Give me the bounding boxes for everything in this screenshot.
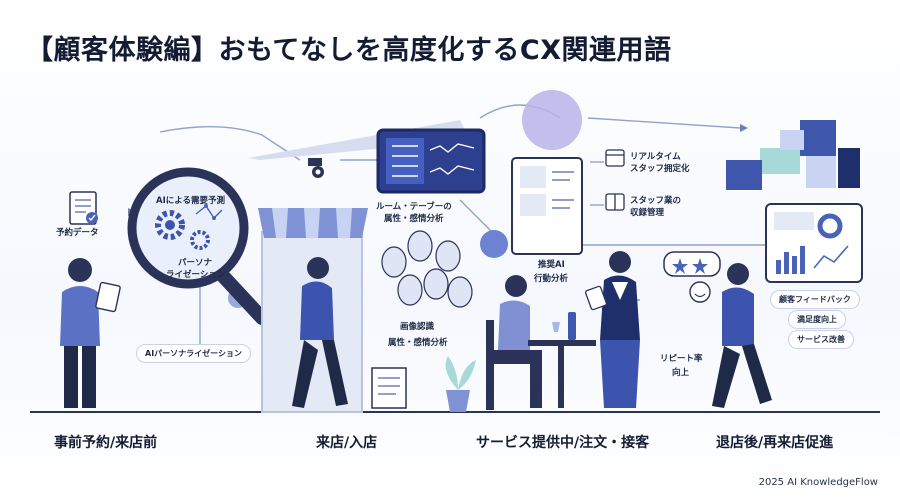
magnifier-icon xyxy=(127,167,269,325)
walking-customer xyxy=(292,257,348,408)
feedback-stars-icon xyxy=(663,251,721,303)
calendar-icon xyxy=(605,149,625,167)
reservation-document-icon xyxy=(69,191,98,225)
label-repeat-2: 向上 xyxy=(672,368,690,378)
label-room-table-1: ルーム・テーブーの xyxy=(376,202,452,212)
label-room-table-2: 属性・感情分析 xyxy=(384,214,444,224)
data-blocks xyxy=(726,120,860,190)
page-title: 【顧客体験編】おもてなしを高度化するCX関連用語 xyxy=(26,35,672,66)
label-staff-1: スタッフ業の xyxy=(630,196,682,206)
customer-with-tablet xyxy=(60,258,121,408)
label-image-recognition-2: 属性・感情分析 xyxy=(388,338,448,348)
label-recommend-ai-2: 行動分析 xyxy=(534,274,569,284)
waiter xyxy=(584,251,640,408)
seated-customer xyxy=(486,275,542,410)
analysis-monitor-icon xyxy=(376,128,486,194)
security-camera-icon xyxy=(308,158,324,178)
phase-arrival: 来店/入店 xyxy=(316,435,378,451)
phase-service: サービス提供中/注文・接客 xyxy=(476,435,650,451)
lavender-circle-large xyxy=(522,90,582,150)
label-reservation-data: 予約データ xyxy=(56,228,99,238)
label-ai-personalization: AIパーソナライゼーション xyxy=(136,344,252,363)
label-customer-feedback: 顧客フィードバック xyxy=(770,290,860,309)
label-satisfaction-up: 満足度向上 xyxy=(788,310,846,329)
phase-after-visit: 退店後/再来店促進 xyxy=(716,435,834,451)
phase-before-visit: 事前予約/来店前 xyxy=(54,435,158,451)
table xyxy=(528,312,596,408)
dashboard-icon xyxy=(765,203,863,283)
label-service-improve: サービス改善 xyxy=(788,330,854,349)
leaving-customer xyxy=(712,263,772,408)
menu-card-icon xyxy=(511,157,583,255)
label-image-recognition-1: 画像認識 xyxy=(400,322,435,332)
label-staff-2: 収録管理 xyxy=(630,208,665,218)
label-personalization-1: パーソナ xyxy=(178,258,213,268)
label-demand-forecast: AIによる需要予測 xyxy=(156,196,225,206)
face-recognition-icons xyxy=(381,230,473,308)
label-personalization-2: ライゼーション xyxy=(166,270,226,280)
storage-box-icon xyxy=(605,193,625,211)
blue-node xyxy=(480,230,508,258)
credit-text: 2025 AI KnowledgeFlow xyxy=(758,477,878,488)
plant-icon xyxy=(445,356,476,412)
label-realtime-2: スタッフ拥定化 xyxy=(630,164,690,174)
label-realtime-1: リアルタイム xyxy=(630,152,681,162)
label-recommend-ai-1: 推奨AI xyxy=(538,260,565,270)
label-repeat-1: リピート率 xyxy=(660,354,703,364)
